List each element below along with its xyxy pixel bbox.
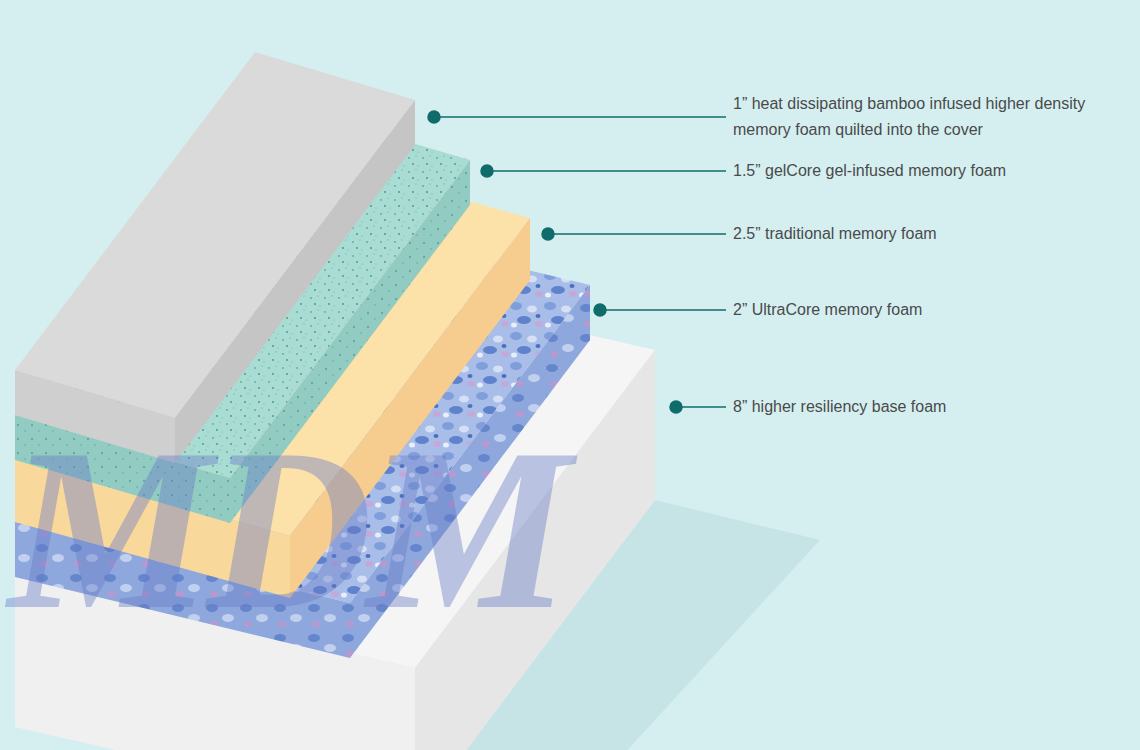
callout-label: 1” heat dissipating bamboo infused highe…	[733, 91, 1133, 143]
callout-label: 8” higher resiliency base foam	[733, 394, 1133, 420]
callout-label: 2” UltraCore memory foam	[733, 297, 1133, 323]
watermark: MDM	[8, 415, 565, 645]
callout-label: 2.5” traditional memory foam	[733, 221, 1133, 247]
callout-label: 1.5” gelCore gel-infused memory foam	[733, 158, 1133, 184]
